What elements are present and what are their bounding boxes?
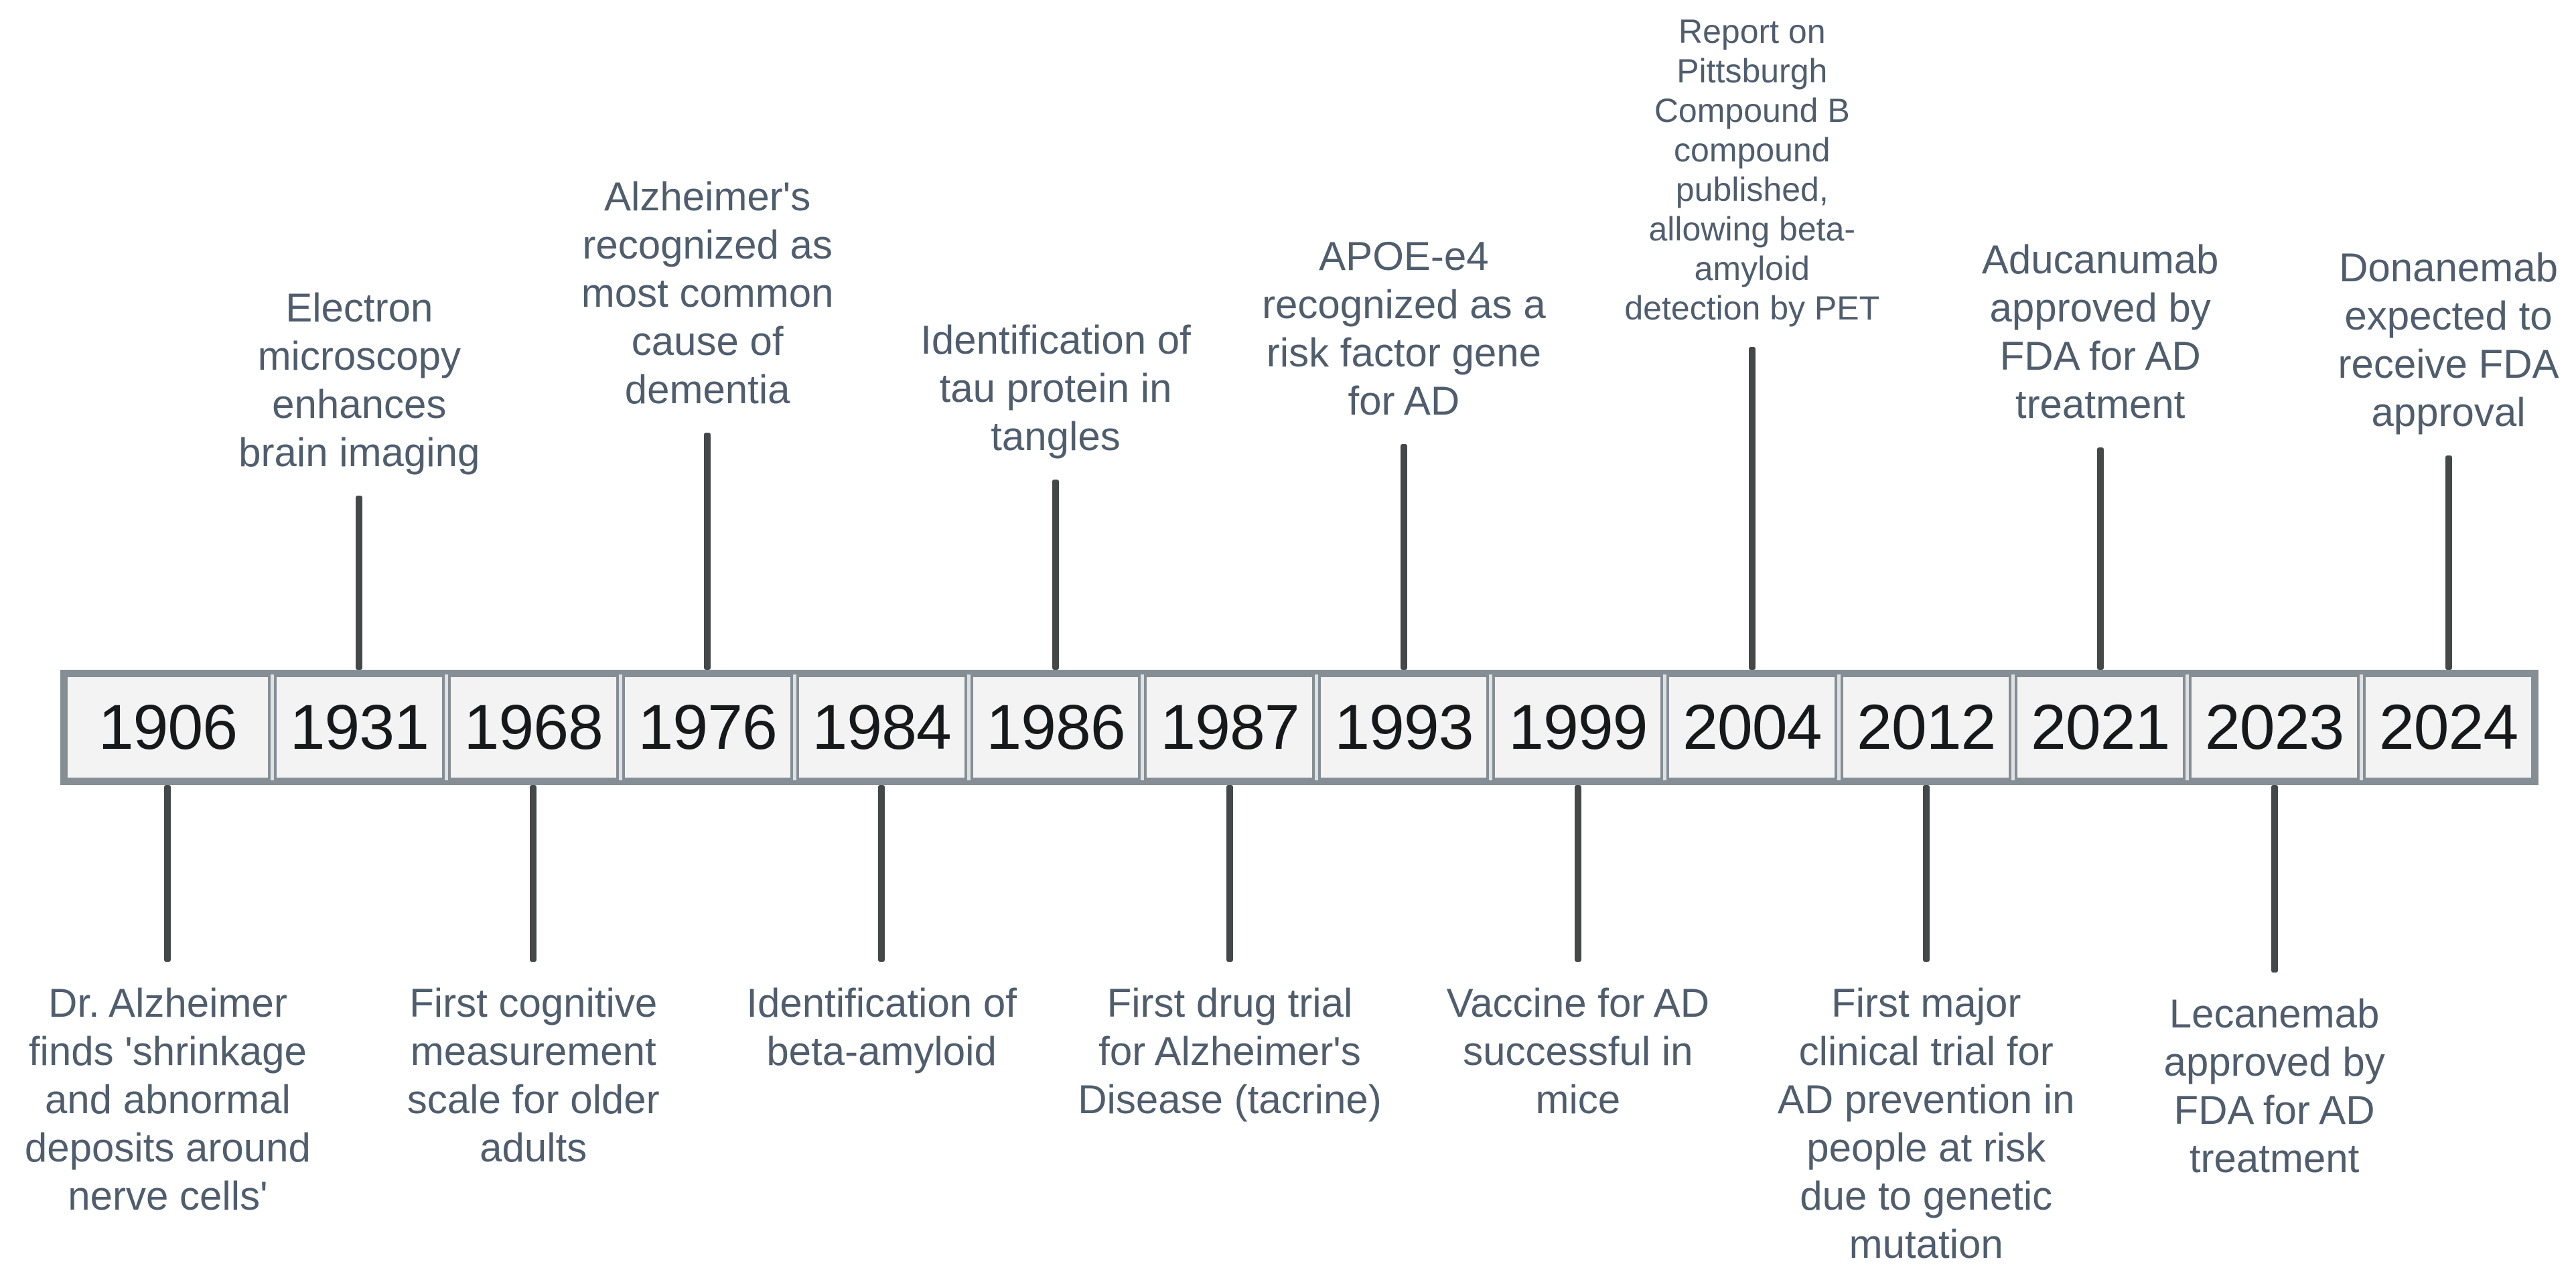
year-cell-1987: 1987	[1144, 674, 1315, 780]
year-cell-2012: 2012	[1841, 674, 2012, 780]
year-cell-1993: 1993	[1318, 674, 1490, 780]
event-label-1906: Dr. Alzheimer finds 'shrinkage and abnor…	[24, 981, 311, 1218]
event-label-2012: First major clinical trial for AD preven…	[1777, 981, 2075, 1267]
connector-line-1931	[356, 496, 363, 670]
connector-line-2012	[1922, 785, 1930, 962]
year-cell-1986: 1986	[970, 674, 1141, 780]
event-label-2023: Lecanemab approved by FDA for AD treatme…	[2163, 991, 2385, 1181]
year-cell-1999: 1999	[1492, 674, 1664, 780]
event-label-1931: Electron microscopy enhances brain imagi…	[238, 285, 480, 475]
year-cell-2024: 2024	[2363, 674, 2534, 780]
year-cell-2023: 2023	[2189, 674, 2360, 780]
year-cell-1906: 1906	[65, 674, 271, 780]
event-label-2004: Report on Pittsburgh Compound B compound…	[1624, 13, 1880, 327]
year-cell-1968: 1968	[447, 674, 619, 780]
year-cell-1976: 1976	[622, 674, 793, 780]
year-cell-2021: 2021	[2015, 674, 2186, 780]
event-label-2021: Aducanumab approved by FDA for AD treatm…	[1981, 237, 2219, 427]
connector-line-1906	[164, 785, 171, 962]
connector-line-2023	[2271, 785, 2278, 973]
connector-line-1986	[1052, 480, 1060, 670]
year-cell-1984: 1984	[796, 674, 967, 780]
year-cell-1931: 1931	[273, 674, 445, 780]
event-label-1993: APOE-e4 recognized as a risk factor gene…	[1262, 234, 1546, 423]
event-label-1999: Vaccine for AD successful in mice	[1446, 981, 1710, 1122]
connector-line-1993	[1400, 444, 1407, 670]
connector-line-2021	[2096, 447, 2104, 670]
event-label-1987: First drug trial for Alzheimer's Disease…	[1078, 981, 1382, 1122]
connector-line-2024	[2445, 455, 2452, 670]
connector-line-1999	[1574, 785, 1581, 962]
year-cell-2004: 2004	[1666, 674, 1838, 780]
event-label-1986: Identification of tau protein in tangles	[920, 317, 1191, 459]
connector-line-1987	[1226, 785, 1233, 962]
connector-line-1984	[878, 785, 885, 962]
connector-line-2004	[1748, 347, 1756, 670]
event-label-1984: Identification of beta-amyloid	[746, 981, 1017, 1074]
event-label-1968: First cognitive measurement scale for ol…	[407, 981, 660, 1170]
event-label-1976: Alzheimer's recognized as most common ca…	[581, 174, 834, 412]
connector-line-1976	[704, 433, 711, 670]
connector-line-1968	[530, 785, 537, 962]
event-label-2024: Donanemab expected to receive FDA approv…	[2338, 245, 2559, 435]
